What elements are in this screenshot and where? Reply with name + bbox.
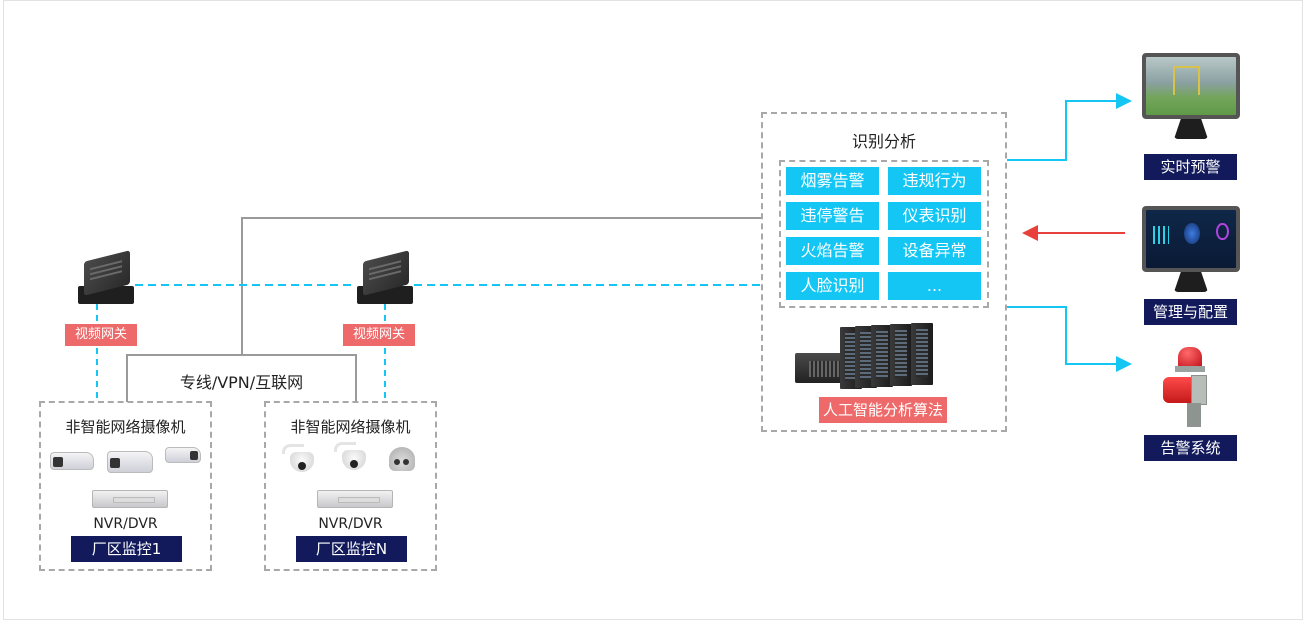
function-violation-behavior: 违规行为 <box>888 167 981 195</box>
alarm-siren-icon <box>1160 347 1220 431</box>
site-n-recorder-label: NVR/DVR <box>318 516 383 532</box>
video-gateway-1-icon <box>76 250 136 308</box>
video-gateway-2-label: 视频网关 <box>343 324 415 346</box>
site-1-nvr-icon <box>92 490 168 508</box>
function-smoke-alarm: 烟雾告警 <box>786 167 879 195</box>
site-1-panel <box>39 401 212 571</box>
ai-algorithm-label: 人工智能分析算法 <box>819 397 947 423</box>
video-gateway-1-label: 视频网关 <box>65 324 137 346</box>
analysis-title: 识别分析 <box>851 132 916 151</box>
site-1-recorder-label: NVR/DVR <box>93 516 158 532</box>
function-more: ... <box>888 272 981 300</box>
site-n-camera-title: 非智能网络摄像机 <box>290 418 411 436</box>
monitor-dashboard-icon <box>1142 206 1240 294</box>
network-label: 专线/VPN/互联网 <box>179 373 304 392</box>
function-equipment-anomaly: 设备异常 <box>888 237 981 265</box>
realtime-alert-label: 实时预警 <box>1144 154 1237 180</box>
alarm-system-label: 告警系统 <box>1144 435 1237 461</box>
function-meter-recognition: 仪表识别 <box>888 202 981 230</box>
site-n-nvr-icon <box>317 490 393 508</box>
site-n-label: 厂区监控N <box>296 536 407 562</box>
video-gateway-2-icon <box>355 250 415 308</box>
monitor-scene-icon <box>1142 53 1240 141</box>
site-1-camera-title: 非智能网络摄像机 <box>65 418 186 436</box>
site-n-panel <box>264 401 437 571</box>
management-config-label: 管理与配置 <box>1144 299 1237 325</box>
site-1-label: 厂区监控1 <box>71 536 182 562</box>
analysis-panel <box>761 112 1007 432</box>
analysis-functions-panel <box>779 160 989 308</box>
function-illegal-parking: 违停警告 <box>786 202 879 230</box>
function-fire-alarm: 火焰告警 <box>786 237 879 265</box>
function-face-recognition: 人脸识别 <box>786 272 879 300</box>
